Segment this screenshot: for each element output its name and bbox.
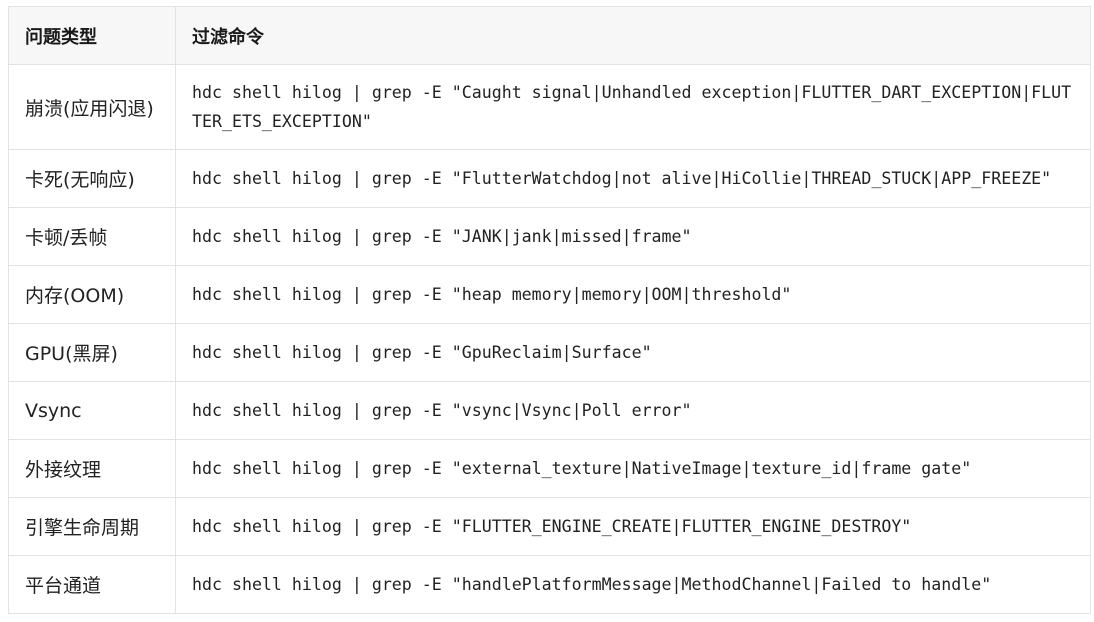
command-cell[interactable]: hdc shell hilog | grep -E "FlutterWatchd… [175, 149, 1091, 208]
table-row: 崩溃(应用闪退) hdc shell hilog | grep -E "Caug… [8, 64, 1091, 150]
command-cell[interactable]: hdc shell hilog | grep -E "GpuReclaim|Su… [175, 323, 1091, 382]
table-row: 卡顿/丢帧 hdc shell hilog | grep -E "JANK|ja… [8, 207, 1091, 266]
command-cell[interactable]: hdc shell hilog | grep -E "Caught signal… [175, 64, 1091, 150]
command-cell[interactable]: hdc shell hilog | grep -E "vsync|Vsync|P… [175, 381, 1091, 440]
issue-type-cell: 平台通道 [8, 555, 176, 614]
command-cell[interactable]: hdc shell hilog | grep -E "external_text… [175, 439, 1091, 498]
header-issue-type: 问题类型 [8, 6, 176, 65]
table-row: 内存(OOM) hdc shell hilog | grep -E "heap … [8, 265, 1091, 324]
issue-type-cell: 外接纹理 [8, 439, 176, 498]
table-row: 卡死(无响应) hdc shell hilog | grep -E "Flutt… [8, 149, 1091, 208]
issue-type-cell: Vsync [8, 381, 176, 440]
table-row: GPU(黑屏) hdc shell hilog | grep -E "GpuRe… [8, 323, 1091, 382]
command-cell[interactable]: hdc shell hilog | grep -E "heap memory|m… [175, 265, 1091, 324]
command-cell[interactable]: hdc shell hilog | grep -E "FLUTTER_ENGIN… [175, 497, 1091, 556]
issue-type-cell: GPU(黑屏) [8, 323, 176, 382]
filter-command-table-container: 问题类型 过滤命令 崩溃(应用闪退) hdc shell hilog | gre… [8, 6, 1091, 614]
table-header-row: 问题类型 过滤命令 [8, 6, 1091, 65]
filter-command-table: 问题类型 过滤命令 崩溃(应用闪退) hdc shell hilog | gre… [8, 6, 1091, 614]
issue-type-cell: 内存(OOM) [8, 265, 176, 324]
header-filter-command: 过滤命令 [175, 6, 1091, 65]
command-cell[interactable]: hdc shell hilog | grep -E "JANK|jank|mis… [175, 207, 1091, 266]
issue-type-cell: 卡顿/丢帧 [8, 207, 176, 266]
issue-type-cell: 崩溃(应用闪退) [8, 64, 176, 150]
table-row: 引擎生命周期 hdc shell hilog | grep -E "FLUTTE… [8, 497, 1091, 556]
table-row: Vsync hdc shell hilog | grep -E "vsync|V… [8, 381, 1091, 440]
issue-type-cell: 卡死(无响应) [8, 149, 176, 208]
table-row: 外接纹理 hdc shell hilog | grep -E "external… [8, 439, 1091, 498]
table-row: 平台通道 hdc shell hilog | grep -E "handlePl… [8, 555, 1091, 614]
issue-type-cell: 引擎生命周期 [8, 497, 176, 556]
command-cell[interactable]: hdc shell hilog | grep -E "handlePlatfor… [175, 555, 1091, 614]
